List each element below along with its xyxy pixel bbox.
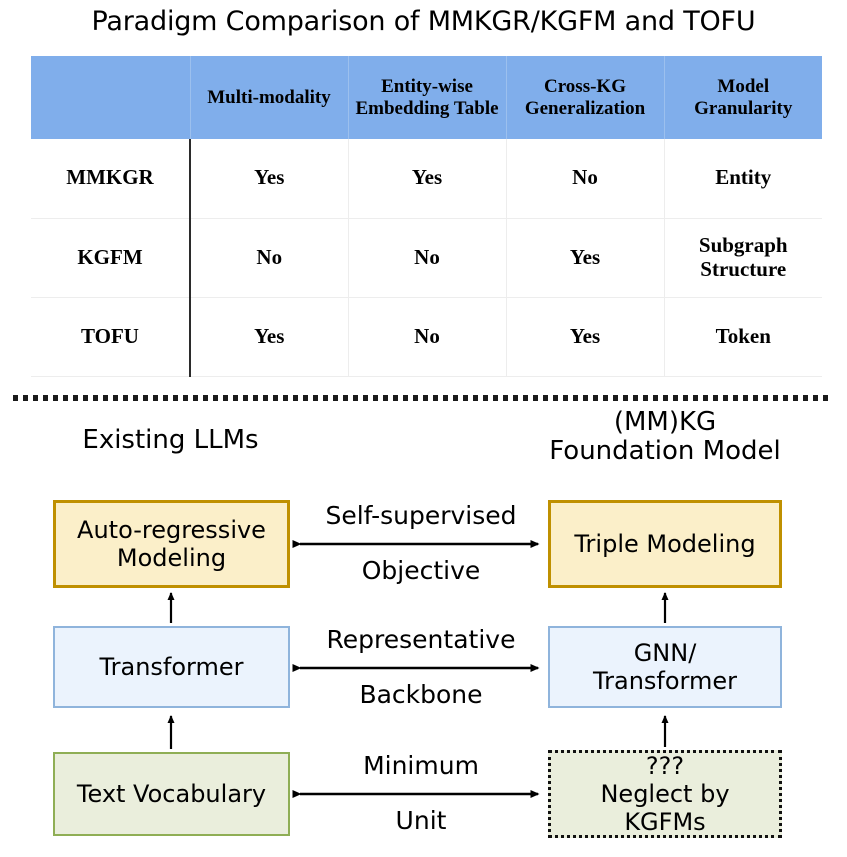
cell-tofu-multi-modality: Yes <box>190 296 349 377</box>
edge-label-representative: Representative <box>326 625 516 654</box>
cell-mmkgr-model-granularity: Entity <box>664 139 822 218</box>
table-header-cross-kg-generalization: Cross-KG Generalization <box>506 56 665 139</box>
row-label-mmkgr: MMKGR <box>31 139 191 218</box>
cell-kgfm-cross-kg-generalization: Yes <box>506 217 665 297</box>
cell-tofu-entity-wise-embedding-table: No <box>348 296 507 377</box>
cell-kgfm-entity-wise-embedding-table: No <box>348 217 507 297</box>
edge-label-objective: Objective <box>361 556 481 585</box>
row-label-tofu: TOFU <box>31 296 191 377</box>
table-header-entity-wise-embedding-table: Entity-wise Embedding Table <box>348 56 507 139</box>
edge-label-backbone: Backbone <box>359 680 483 709</box>
left-column-label: Existing LLMs <box>82 425 259 455</box>
paradigm-comparison-table: Multi-modality Entity-wise Embedding Tab… <box>31 56 822 377</box>
cell-kgfm-multi-modality: No <box>190 217 349 297</box>
edge-label-minimum: Minimum <box>363 751 479 780</box>
cell-kgfm-model-granularity: Subgraph Structure <box>664 217 822 297</box>
node-auto-regressive-modeling[interactable]: Auto-regressive Modeling <box>53 500 290 588</box>
figure-title: Paradigm Comparison of MMKGR/KGFM and TO… <box>91 6 756 37</box>
table-header-model-granularity: Model Granularity <box>664 56 822 139</box>
node-text-vocabulary[interactable]: Text Vocabulary <box>53 752 290 836</box>
cell-tofu-model-granularity: Token <box>664 296 822 377</box>
cell-mmkgr-cross-kg-generalization: No <box>506 139 665 218</box>
table-row: MMKGR Yes Yes No Entity <box>31 139 822 218</box>
table-header-multi-modality: Multi-modality <box>190 56 349 139</box>
table-row: TOFU Yes No Yes Token <box>31 296 822 377</box>
table-row: KGFM No No Yes Subgraph Structure <box>31 217 822 297</box>
cell-mmkgr-multi-modality: Yes <box>190 139 349 218</box>
section-divider-dotted <box>13 395 833 401</box>
diagram-edges <box>167 540 669 798</box>
node-gnn-transformer[interactable]: GNN/ Transformer <box>548 626 782 708</box>
node-triple-modeling[interactable]: Triple Modeling <box>548 500 782 588</box>
edge-label-self-supervised: Self-supervised <box>325 501 517 530</box>
node-transformer[interactable]: Transformer <box>53 626 290 708</box>
cell-tofu-cross-kg-generalization: Yes <box>506 296 665 377</box>
row-label-kgfm: KGFM <box>31 217 191 297</box>
right-column-label: (MM)KG Foundation Model <box>549 407 781 467</box>
table-header-corner <box>31 56 191 139</box>
table-header-row: Multi-modality Entity-wise Embedding Tab… <box>31 56 822 139</box>
node-unknown-neglect-by-kgfms[interactable]: ??? Neglect by KGFMs <box>548 750 782 838</box>
cell-mmkgr-entity-wise-embedding-table: Yes <box>348 139 507 218</box>
edge-label-unit: Unit <box>395 806 447 835</box>
paradigm-diagram: Existing LLMs (MM)KG Foundation Model Au… <box>0 404 847 857</box>
